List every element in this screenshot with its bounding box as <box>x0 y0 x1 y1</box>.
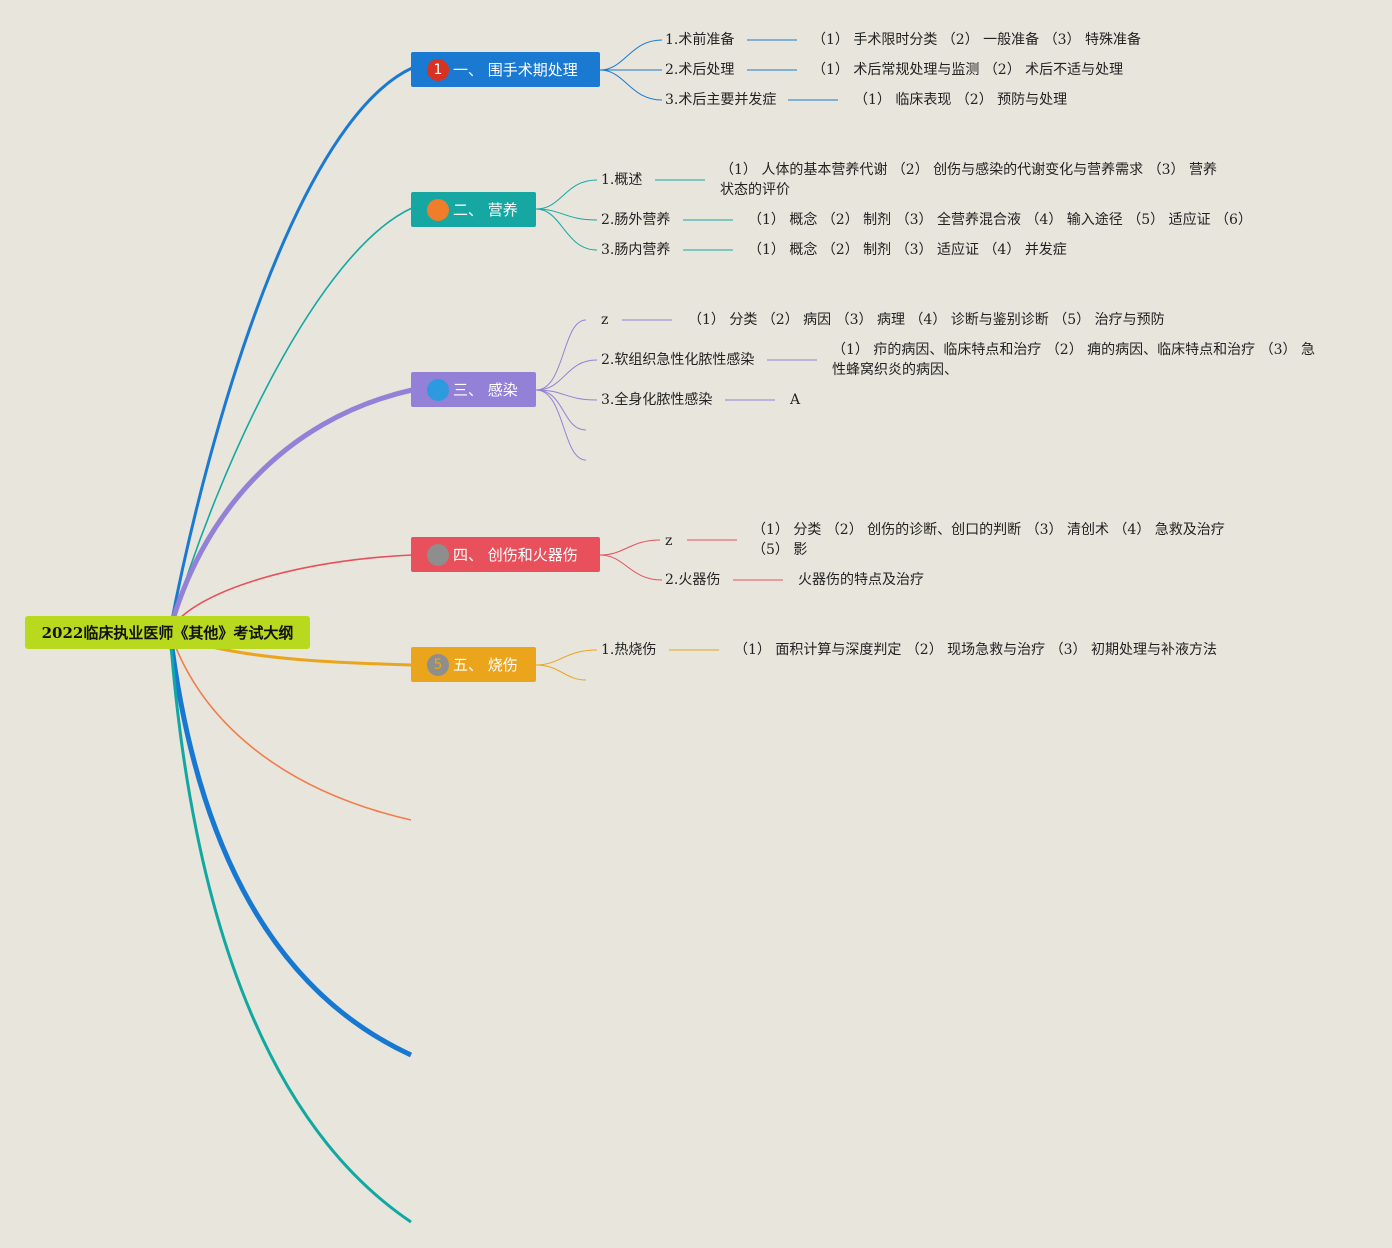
branch-detail[interactable]: （1） 分类 （2） 病因 （3） 病理 （4） 诊断与鉴别诊断 （5） 治疗与… <box>688 312 1165 328</box>
topic-label: 五、 烧伤 <box>453 656 518 674</box>
root-label: 2022临床执业医师《其他》考试大纲 <box>41 624 294 642</box>
topic-4-subconnectors <box>599 539 783 581</box>
branch-label[interactable]: 3.术后主要并发症 <box>665 92 777 108</box>
topic-number-badge: 4 <box>427 543 449 566</box>
branch-detail[interactable]: （1） 面积计算与深度判定 （2） 现场急救与治疗 （3） 初期处理与补液方法 <box>734 642 1217 658</box>
topic-node-2[interactable]: 2 二、 营养 <box>411 192 536 227</box>
branch-label[interactable]: 1.概述 <box>601 172 643 188</box>
branch-detail[interactable]: （1） 疖的病因、临床特点和治疗 （2） 痈的病因、临床特点和治疗 （3） 急性… <box>832 342 1315 378</box>
branch-detail[interactable]: （1） 临床表现 （2） 预防与处理 <box>854 92 1068 108</box>
branch-label[interactable]: 2.肠外营养 <box>601 212 671 228</box>
connector-empty-orange <box>169 631 412 821</box>
root-node[interactable]: 2022临床执业医师《其他》考试大纲 <box>25 616 310 649</box>
connector-topic-3 <box>167 387 413 631</box>
branch-detail[interactable]: （1） 概念 （2） 制剂 （3） 适应证 （4） 并发症 <box>748 242 1067 258</box>
branch-detail[interactable]: （1） 人体的基本营养代谢 （2） 创伤与感染的代谢变化与营养需求 （3） 营养… <box>720 162 1217 198</box>
topic-number-badge: 1 <box>427 58 449 81</box>
topic-label: 三、 感染 <box>453 381 518 399</box>
branch-label[interactable]: 3.肠内营养 <box>601 242 671 258</box>
topic-node-4[interactable]: 4 四、 创伤和火器伤 <box>411 537 600 572</box>
branch-label[interactable]: 3.全身化脓性感染 <box>601 392 713 408</box>
branch-detail[interactable]: （1） 手术限时分类 （2） 一般准备 （3） 特殊准备 <box>812 32 1141 48</box>
branch-label[interactable]: 1.热烧伤 <box>601 642 657 658</box>
topic-number-badge: 3 <box>427 378 449 401</box>
topic-2-subconnectors <box>535 179 733 251</box>
topic-5-subconnectors <box>535 649 719 681</box>
connector-empty-blue <box>167 631 413 1058</box>
branch-label[interactable]: 2.火器伤 <box>665 572 721 588</box>
topic-label: 二、 营养 <box>453 201 518 219</box>
topic-number-badge: 2 <box>427 198 449 221</box>
connector-topic-4 <box>169 554 413 631</box>
branch-label[interactable]: z <box>601 312 609 328</box>
topic-node-3[interactable]: 3 三、 感染 <box>411 372 536 407</box>
branch-detail[interactable]: 火器伤的特点及治疗 <box>798 572 924 588</box>
branch-label[interactable]: 2.软组织急性化脓性感染 <box>601 352 755 368</box>
topic-1-subconnectors <box>599 39 838 101</box>
connector-topic-2 <box>169 207 413 631</box>
topic-label: 四、 创伤和火器伤 <box>453 546 578 564</box>
branch-detail[interactable]: （1） 概念 （2） 制剂 （3） 全营养混合液 （4） 输入途径 （5） 适应… <box>748 212 1252 228</box>
topic-node-1[interactable]: 1 一、 围手术期处理 <box>411 52 600 87</box>
branch-detail[interactable]: （1） 分类 （2） 创伤的诊断、创口的判断 （3） 清创术 （4） 急救及治疗… <box>752 522 1225 558</box>
topic-node-5[interactable]: 5 五、 烧伤 <box>411 647 536 682</box>
branch-label[interactable]: 1.术前准备 <box>665 32 735 48</box>
branch-label[interactable]: 2.术后处理 <box>665 62 735 78</box>
connector-topic-1 <box>168 66 413 631</box>
connector-empty-teal <box>168 631 412 1224</box>
connector-topic-5 <box>199 642 413 667</box>
branch-detail[interactable]: A <box>790 392 801 408</box>
topic-label: 一、 围手术期处理 <box>453 61 578 79</box>
branch-detail[interactable]: （1） 术后常规处理与监测 （2） 术后不适与处理 <box>812 62 1124 78</box>
branch-label[interactable]: z <box>665 533 673 549</box>
topic-3-subconnectors <box>535 319 817 461</box>
topic-number-badge: 5 <box>427 653 449 676</box>
